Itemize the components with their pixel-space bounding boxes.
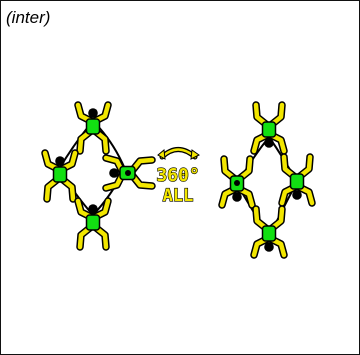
skydiver-left-bottom — [78, 201, 108, 247]
rotation-all-label: ALL — [163, 186, 194, 206]
curved-double-arrow-icon — [158, 150, 199, 160]
skydiver-right-bottom — [254, 209, 284, 255]
rotation-degrees-label: 360° — [156, 165, 199, 186]
skydiver-left-right — [106, 158, 152, 188]
skydiver-right-left — [222, 159, 252, 205]
skydiver-left-top — [78, 105, 108, 151]
skydiver-right-right — [282, 157, 312, 203]
skydiver-left-left — [45, 153, 75, 199]
right-formation — [222, 105, 312, 255]
left-formation — [45, 105, 152, 247]
skydiver-right-top — [254, 105, 284, 151]
